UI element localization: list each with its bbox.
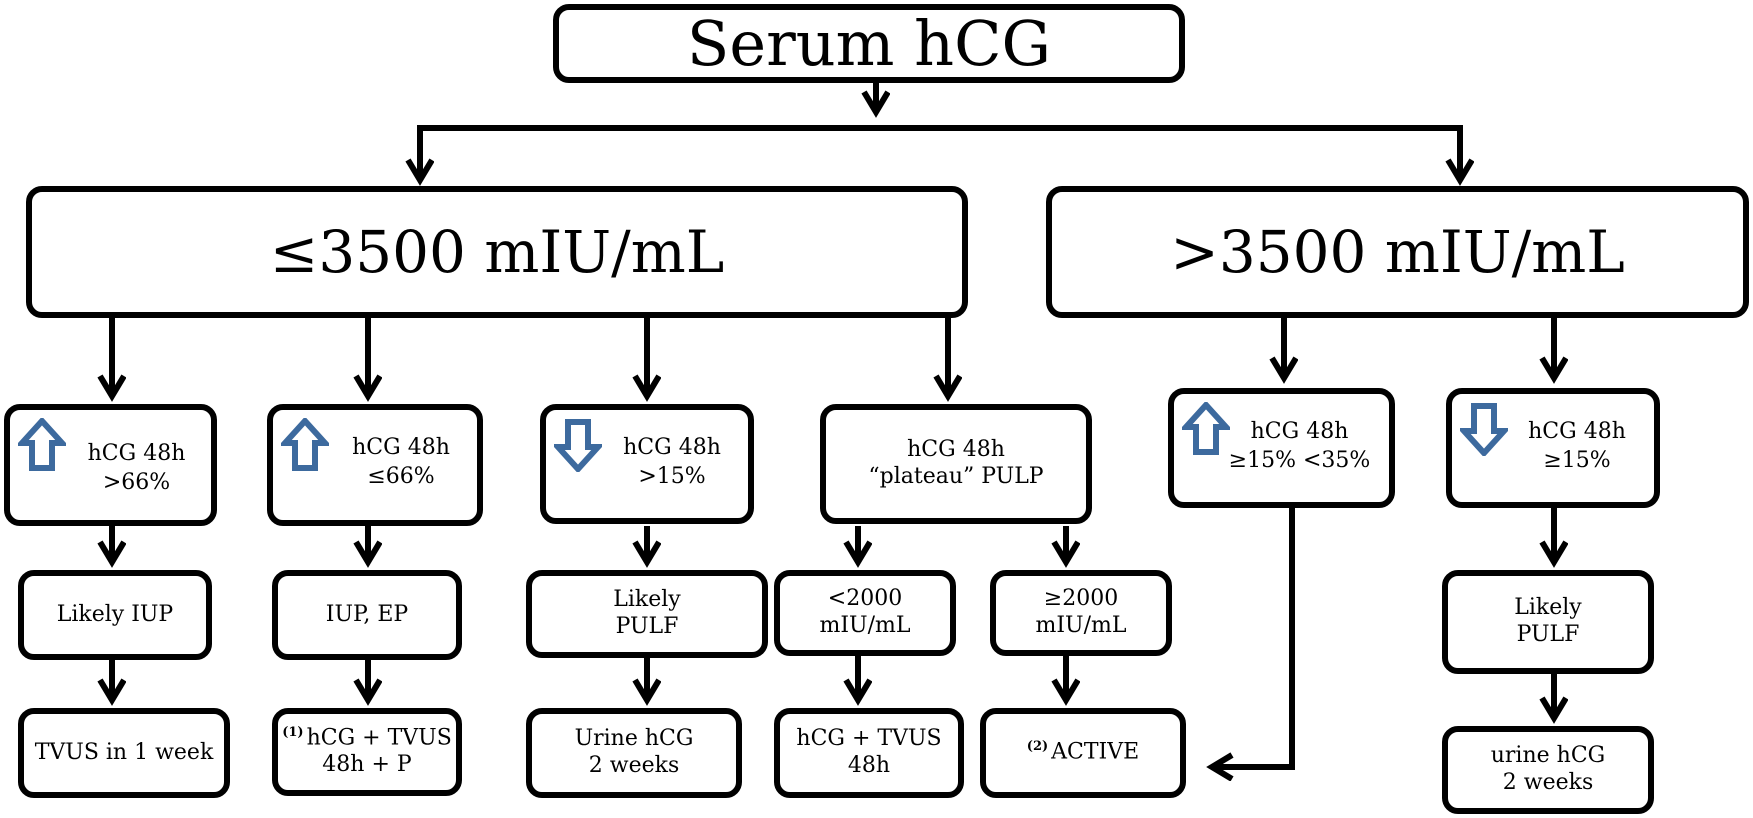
trend-6-line-1: hCG 48h: [1528, 419, 1626, 444]
action-6-line-2: 2 weeks: [1502, 770, 1594, 795]
interpretation-5-line-2: mIU/mL: [1035, 613, 1127, 638]
interpretation-6-line-1: Likely: [1514, 595, 1582, 621]
action-5-footnote: (2): [1026, 739, 1049, 755]
interpretation-node-1: Likely IUP: [18, 570, 212, 660]
up-arrow-icon: [18, 418, 66, 471]
trend-node-6: hCG 48h ≥15%: [1446, 388, 1660, 508]
interpretation-4-line-1: <2000: [827, 586, 903, 612]
action-2-line-2: 48h + P: [322, 752, 412, 778]
action-node-1: TVUS in 1 week: [18, 708, 230, 798]
trend-2-line-2: ≤66%: [367, 463, 435, 489]
action-4-line-1: hCG + TVUS: [796, 726, 942, 752]
trend-1-line-2: >66%: [102, 469, 171, 495]
trend-3-line-1: hCG 48h: [623, 435, 721, 460]
action-node-6: urine hCG 2 weeks: [1442, 726, 1654, 814]
action-3-line-1: Urine hCG: [574, 726, 694, 752]
down-arrow-icon: [554, 419, 602, 472]
edge-t5-a5: [1212, 508, 1295, 767]
up-arrow-icon: [1182, 402, 1230, 455]
action-2-footnote: (1): [282, 725, 304, 740]
trend-node-3: hCG 48h >15%: [540, 404, 754, 524]
interpretation-node-3: Likely PULF: [526, 570, 768, 658]
trend-node-4: hCG 48h “plateau” PULP: [820, 404, 1092, 524]
interpretation-3-line-2: PULF: [615, 614, 679, 639]
interpretation-node-5: ≥2000 mIU/mL: [990, 570, 1172, 656]
action-1-line-1: TVUS in 1 week: [34, 739, 214, 765]
interpretation-node-6: Likely PULF: [1442, 570, 1654, 674]
trend-5-line-2: ≥15% <35%: [1228, 447, 1371, 473]
root-node: Serum hCG: [553, 4, 1185, 83]
trend-4-line-2: “plateau” PULP: [868, 464, 1044, 489]
trend-node-2: hCG 48h ≤66%: [267, 404, 483, 526]
action-node-5: (2)ACTIVE: [980, 708, 1186, 798]
high-threshold-label: >3500 mIU/mL: [1170, 217, 1625, 286]
low-threshold-node: ≤3500 mIU/mL: [26, 186, 968, 318]
action-4-line-2: 48h: [847, 753, 891, 778]
trend-node-5: hCG 48h ≥15% <35%: [1168, 388, 1395, 508]
down-arrow-icon: [1460, 403, 1508, 456]
up-arrow-icon: [281, 418, 329, 471]
trend-1-line-1: hCG 48h: [87, 441, 186, 466]
trend-3-line-2: >15%: [638, 463, 706, 489]
low-threshold-label: ≤3500 mIU/mL: [269, 217, 725, 286]
interpretation-node-4: <2000 mIU/mL: [774, 570, 956, 656]
edge-split-bar: [417, 125, 1463, 154]
action-6-line-1: urine hCG: [1490, 743, 1606, 769]
root-label: Serum hCG: [686, 6, 1052, 80]
action-node-3: Urine hCG 2 weeks: [526, 708, 742, 798]
interpretation-6-line-2: PULF: [1516, 622, 1580, 647]
interpretation-node-2: IUP, EP: [272, 570, 462, 660]
trend-6-line-2: ≥15%: [1543, 447, 1611, 473]
action-2-line-1: hCG + TVUS: [306, 725, 452, 751]
high-threshold-node: >3500 mIU/mL: [1046, 186, 1749, 318]
interpretation-4-line-2: mIU/mL: [819, 613, 911, 638]
trend-5-line-1: hCG 48h: [1250, 419, 1349, 444]
interpretation-3-line-1: Likely: [613, 587, 681, 613]
action-node-2: (1)hCG + TVUS 48h + P: [272, 708, 462, 796]
action-node-4: hCG + TVUS 48h: [774, 708, 964, 798]
trend-node-1: hCG 48h >66%: [4, 404, 217, 526]
interpretation-5-line-1: ≥2000: [1043, 586, 1119, 612]
interpretation-2-line-1: IUP, EP: [325, 601, 409, 627]
interpretation-1-line-1: Likely IUP: [56, 601, 174, 627]
action-3-line-2: 2 weeks: [588, 753, 680, 778]
trend-4-line-1: hCG 48h: [907, 437, 1005, 463]
action-5-line-1: ACTIVE: [1051, 739, 1140, 765]
trend-2-line-1: hCG 48h: [352, 435, 450, 460]
